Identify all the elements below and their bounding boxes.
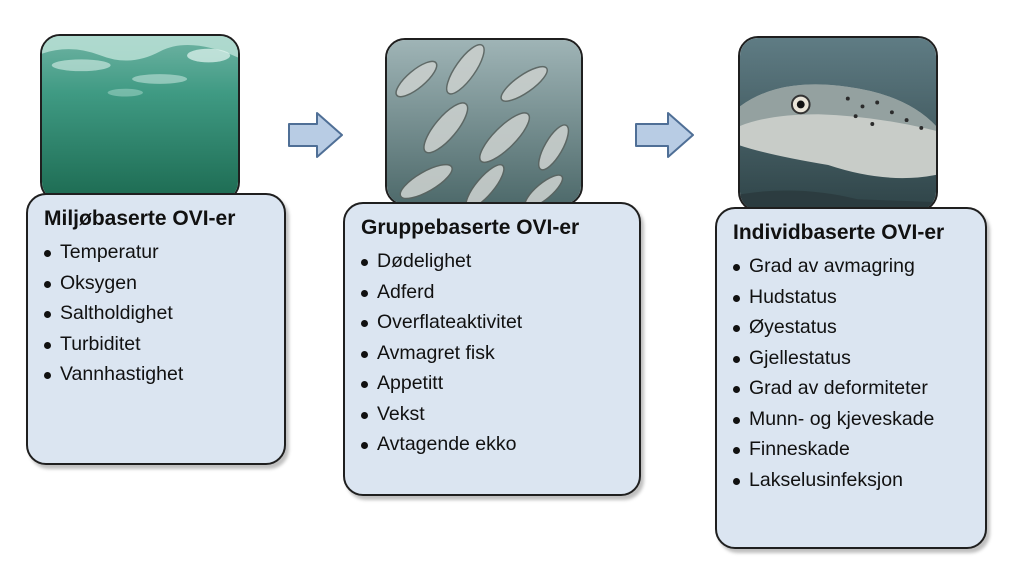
list-item: Vannhastighet xyxy=(42,359,270,390)
salmon-photo xyxy=(738,36,938,212)
list-item: Adferd xyxy=(359,277,625,308)
list-item: Oksygen xyxy=(42,268,270,299)
list-item: Saltholdighet xyxy=(42,298,270,329)
right-arrow-icon xyxy=(635,112,694,158)
list-item: Finneskade xyxy=(731,434,971,465)
list-item: Avtagende ekko xyxy=(359,429,625,460)
indicator-list: Temperatur Oksygen Saltholdighet Turbidi… xyxy=(42,237,270,390)
list-item: Appetitt xyxy=(359,368,625,399)
fish-school-photo xyxy=(385,38,583,206)
list-item: Lakselusinfeksjon xyxy=(731,465,971,496)
list-item: Avmagret fisk xyxy=(359,338,625,369)
list-item: Overflateaktivitet xyxy=(359,307,625,338)
right-arrow-icon xyxy=(288,112,343,158)
card-title: Gruppebaserte OVI-er xyxy=(361,216,580,239)
individual-based-ovi-card: Individbaserte OVI-er Grad av avmagring … xyxy=(715,207,987,549)
water-environment-photo xyxy=(40,34,240,202)
list-item: Øyestatus xyxy=(731,312,971,343)
list-item: Dødelighet xyxy=(359,246,625,277)
group-based-ovi-card: Gruppebaserte OVI-er Dødelighet Adferd O… xyxy=(343,202,641,496)
environment-based-ovi-card: Miljøbaserte OVI-er Temperatur Oksygen S… xyxy=(26,193,286,465)
list-item: Vekst xyxy=(359,399,625,430)
list-item: Grad av avmagring xyxy=(731,251,971,282)
list-item: Grad av deformiteter xyxy=(731,373,971,404)
list-item: Temperatur xyxy=(42,237,270,268)
list-item: Munn- og kjeveskade xyxy=(731,404,971,435)
list-item: Turbiditet xyxy=(42,329,270,360)
card-title: Individbaserte OVI-er xyxy=(733,221,945,244)
list-item: Hudstatus xyxy=(731,282,971,313)
indicator-list: Grad av avmagring Hudstatus Øyestatus Gj… xyxy=(731,251,971,495)
card-title: Miljøbaserte OVI-er xyxy=(44,207,236,230)
indicator-list: Dødelighet Adferd Overflateaktivitet Avm… xyxy=(359,246,625,460)
list-item: Gjellestatus xyxy=(731,343,971,374)
